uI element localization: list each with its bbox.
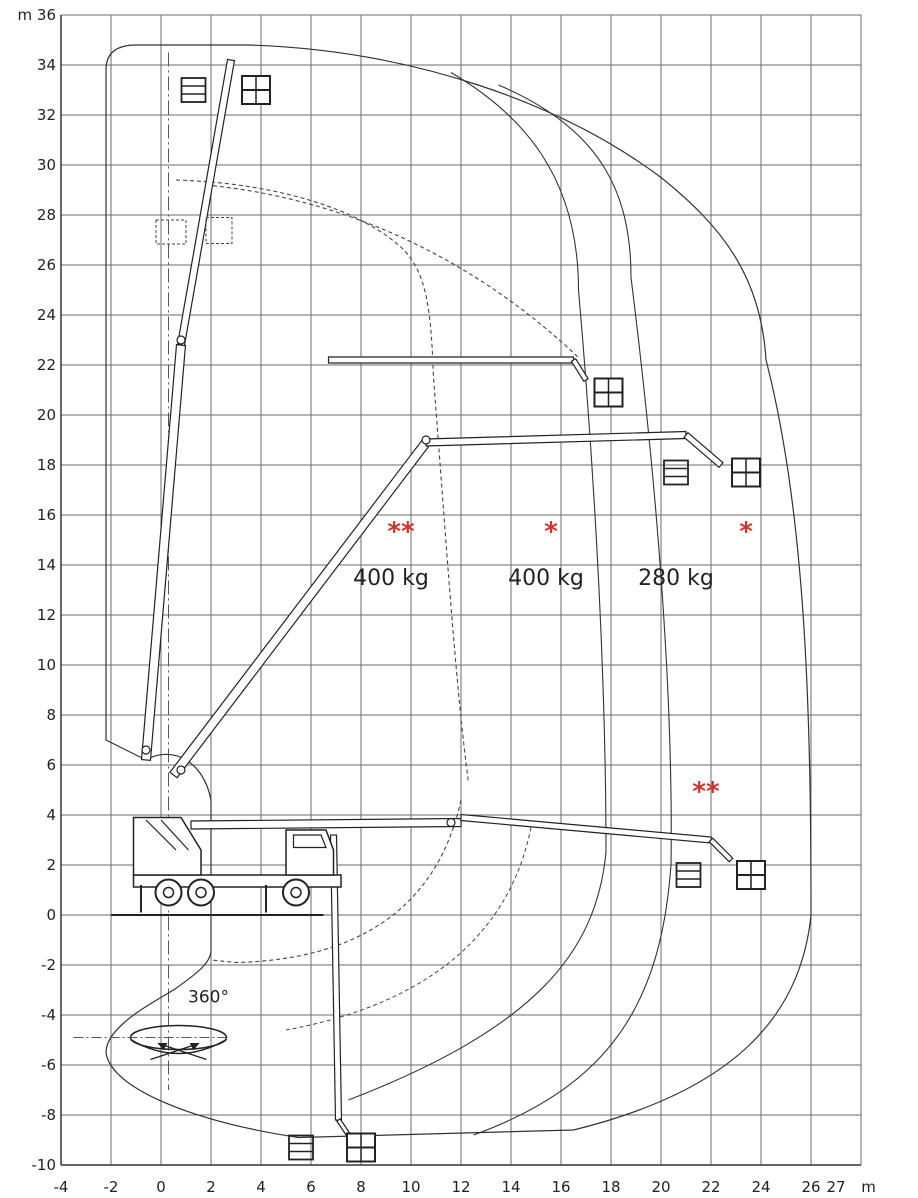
y-tick-label: 0 [46, 906, 56, 924]
load-label: 280 kg [638, 566, 714, 591]
boom-diagonal-lower [169, 438, 431, 779]
basket-phantom-2 [205, 217, 233, 244]
basket-mid-ghost [663, 459, 689, 486]
load-label: 400 kg [353, 566, 429, 591]
y-tick-label: 16 [37, 506, 56, 524]
truck-wheel-hub [162, 886, 175, 899]
turret-strut [145, 819, 177, 851]
rotation-ring-lower [130, 1038, 227, 1055]
labels: 400 kg**400 kg*280 kg*** [353, 517, 753, 807]
boom-diagonal-upper [425, 430, 687, 447]
x-tick-label: 16 [551, 1178, 570, 1196]
grid [60, 14, 862, 1166]
turret-frame [132, 816, 202, 876]
basket-phantom [155, 219, 187, 245]
boom-vertical-base-joint [141, 745, 151, 755]
y-tick-label: 12 [37, 606, 56, 624]
boom-diagonal-knuckle [421, 435, 431, 445]
x-unit-label: m [861, 1178, 876, 1196]
x-tick-label: 22 [701, 1178, 720, 1196]
truck-wheel-hub [290, 886, 302, 899]
boom-horizontal-knuckle [446, 817, 456, 828]
boom-vertical-upper [176, 58, 236, 347]
y-tick-label: 30 [37, 156, 56, 174]
y-tick-label: m 36 [18, 6, 56, 24]
x-tick-label: 2 [206, 1178, 216, 1196]
x-tick-label: 27 [826, 1178, 845, 1196]
truck-chassis [132, 816, 342, 913]
envelope-280kg [473, 84, 672, 1136]
x-tick-label: 6 [306, 1178, 316, 1196]
boom-diagonal-jib [683, 431, 724, 469]
x-tick-label: 8 [356, 1178, 366, 1196]
y-tick-label: 22 [37, 356, 56, 374]
boom-horizontal-upper [460, 813, 712, 844]
y-tick-label: 6 [46, 756, 56, 774]
boom-vertical-knuckle [176, 335, 186, 345]
boom-horizontal-jib [708, 837, 734, 863]
axis-labels: -10-8-6-4-202468101214161820222426283032… [18, 6, 876, 1196]
boom-horizontal-22m [327, 356, 575, 364]
x-tick-label: 12 [451, 1178, 470, 1196]
dashed-envelope-lower [285, 827, 532, 1031]
basket-top-ghost [180, 77, 207, 103]
rotation-arrows [150, 1042, 207, 1061]
truck-wheel-hub [195, 886, 207, 899]
y-tick-label: -8 [41, 1106, 56, 1124]
turret-strut [160, 819, 189, 851]
x-tick-label: 10 [401, 1178, 420, 1196]
x-tick-label: 0 [156, 1178, 166, 1196]
load-marker: * [544, 517, 558, 547]
y-tick-label: 4 [46, 806, 56, 824]
basket-bottom-ghost [288, 1134, 314, 1161]
x-tick-label: -2 [104, 1178, 119, 1196]
boom-vertical-lower [140, 343, 187, 762]
y-tick-label: 24 [37, 306, 56, 324]
x-tick-label: 14 [501, 1178, 520, 1196]
y-tick-label: 26 [37, 256, 56, 274]
y-tick-label: -10 [32, 1156, 57, 1174]
y-tick-label: 10 [37, 656, 56, 674]
y-tick-label: 18 [37, 456, 56, 474]
basket-low-ghost [675, 862, 702, 888]
x-tick-label: 24 [751, 1178, 770, 1196]
x-tick-label: 20 [651, 1178, 670, 1196]
dashed-envelope-top [205, 184, 579, 358]
boom-positions [140, 58, 766, 1163]
load-marker: * [739, 517, 753, 547]
x-tick-label: -4 [54, 1178, 69, 1196]
y-tick-label: -2 [41, 956, 56, 974]
y-tick-label: -4 [41, 1006, 56, 1024]
load-marker: ** [387, 517, 415, 547]
load-marker-low: ** [692, 777, 720, 807]
boom-horizontal-22m-jib [570, 357, 589, 383]
y-tick-label: 28 [37, 206, 56, 224]
rotation-arrowheads [157, 1043, 200, 1051]
y-tick-label: -6 [41, 1056, 56, 1074]
y-tick-label: 2 [46, 856, 56, 874]
outer-envelope [105, 44, 812, 1139]
dashed-envelope-bottom [210, 799, 462, 964]
boom-horizontal-lower [190, 817, 462, 830]
boom-diagonal-base-joint [176, 765, 186, 775]
envelope-400kg [348, 72, 607, 1101]
y-tick-label: 14 [37, 556, 56, 574]
y-tick-label: 32 [37, 106, 56, 124]
y-tick-label: 34 [37, 56, 56, 74]
y-tick-label: 20 [37, 406, 56, 424]
load-label: 400 kg [508, 566, 584, 591]
x-tick-label: 18 [601, 1178, 620, 1196]
y-tick-label: 8 [46, 706, 56, 724]
dashed-envelope-inner [175, 179, 470, 783]
x-tick-label: 26 [801, 1178, 820, 1196]
working-envelopes [105, 44, 812, 1139]
rotation-label: 360° [188, 988, 229, 1008]
x-tick-label: 4 [256, 1178, 266, 1196]
truck-cab-window [292, 834, 327, 849]
rotation-indicator: 360° [73, 988, 229, 1061]
